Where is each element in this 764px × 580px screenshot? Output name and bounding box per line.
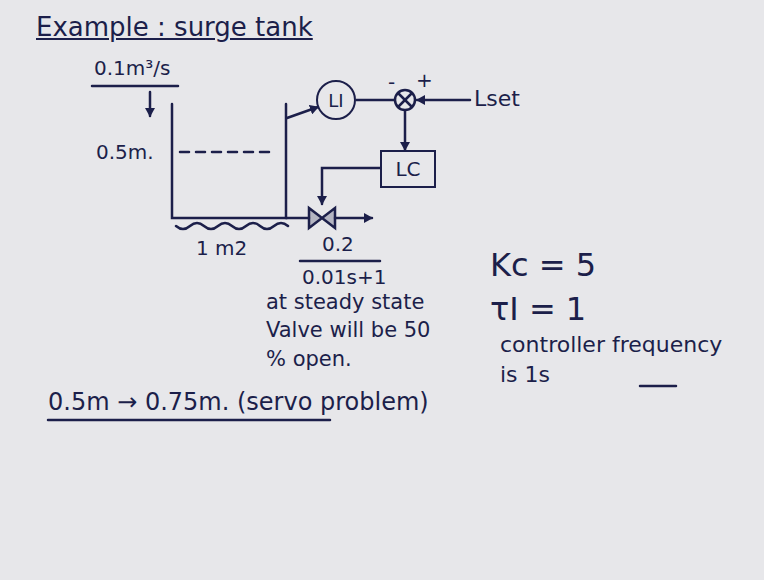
signal-line [356, 100, 405, 150]
valve-gain: 0.2 [322, 232, 354, 256]
controller-frequency-note: controller frequency is 1s [500, 330, 740, 389]
steady-state-note: at steady state Valve will be 50 % open. [266, 288, 451, 373]
plus-sign: + [416, 68, 433, 92]
area-dimension: 1 m2 [196, 236, 247, 260]
flow-rate: 0.1m³/s [94, 56, 170, 80]
indicator-circle: LI [316, 80, 356, 120]
level-dimension: 0.5m. [96, 140, 154, 164]
valve-lag: 0.01s+1 [302, 265, 386, 289]
diagram-title: Example : surge tank [36, 12, 313, 43]
controller-box: LC [380, 150, 436, 188]
node-text: LC [395, 157, 420, 181]
controller-gain: Kc = 5 [490, 246, 596, 284]
setpoint-name: Lset [474, 86, 520, 112]
minus-sign: - [388, 70, 395, 94]
integral-time: τI = 1 [490, 290, 586, 328]
servo-note: 0.5m → 0.75m. (servo problem) [48, 388, 429, 417]
node-text: LI [328, 90, 343, 111]
